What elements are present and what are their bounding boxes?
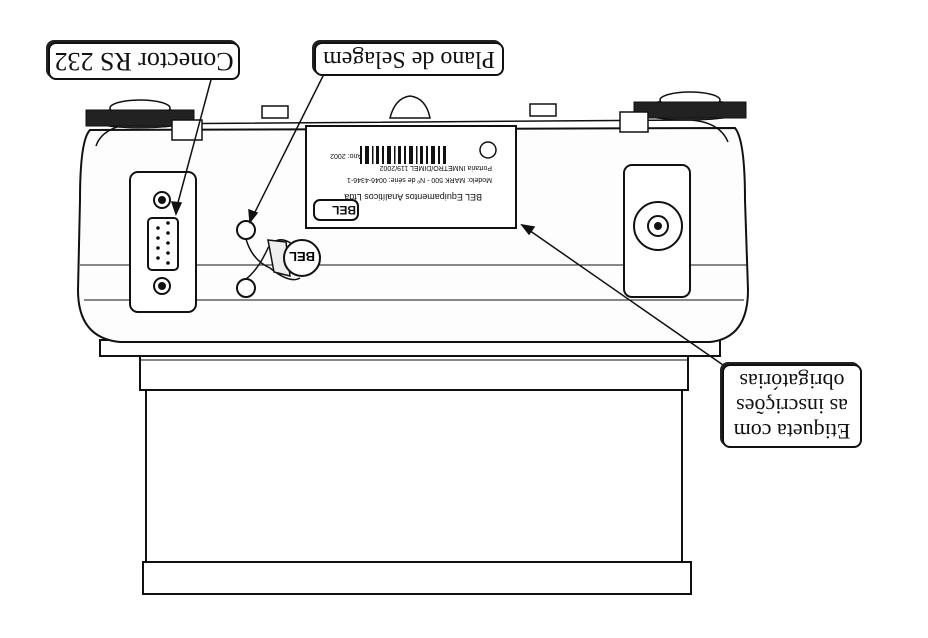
callout-label-line-1: Etiqueta com bbox=[733, 419, 851, 444]
plate-company: BEL Equipamentos Analíticos Ltda bbox=[344, 192, 482, 202]
plate-model-line: Modelo: MARK 500 - Nº de série: 0046-434… bbox=[347, 176, 492, 183]
sealing-assembly bbox=[236, 220, 321, 298]
top-studs bbox=[261, 95, 557, 119]
plate-brand: BEL bbox=[332, 203, 356, 217]
plate-year-line: Ano: 2002 bbox=[330, 152, 362, 159]
right-knob bbox=[619, 91, 747, 133]
callout-label-line-2: as inscrições bbox=[736, 394, 848, 419]
callout-label-line-3: obrigatórias bbox=[739, 369, 845, 394]
plate-approval-line: Portaria INMETRO/DIMEL 119/2002 bbox=[379, 164, 492, 171]
scale-base bbox=[139, 349, 692, 595]
identification-plate bbox=[305, 125, 517, 229]
callout-sealing-text: Plano de Selagem bbox=[323, 46, 495, 72]
callout-rs232-text: Conector RS 232 bbox=[54, 47, 234, 76]
seal-badge-text: BEL bbox=[289, 249, 315, 264]
leader-lines bbox=[170, 69, 737, 375]
power-connector bbox=[623, 164, 691, 298]
left-knob bbox=[85, 99, 203, 141]
callout-rs232-connector: Conector RS 232 bbox=[48, 42, 240, 80]
rs232-port bbox=[129, 171, 197, 313]
callout-sealing-plan: Plano de Selagem bbox=[314, 42, 504, 76]
callout-label-inscriptions: Etiqueta com as inscrições obrigatórias bbox=[722, 364, 862, 448]
